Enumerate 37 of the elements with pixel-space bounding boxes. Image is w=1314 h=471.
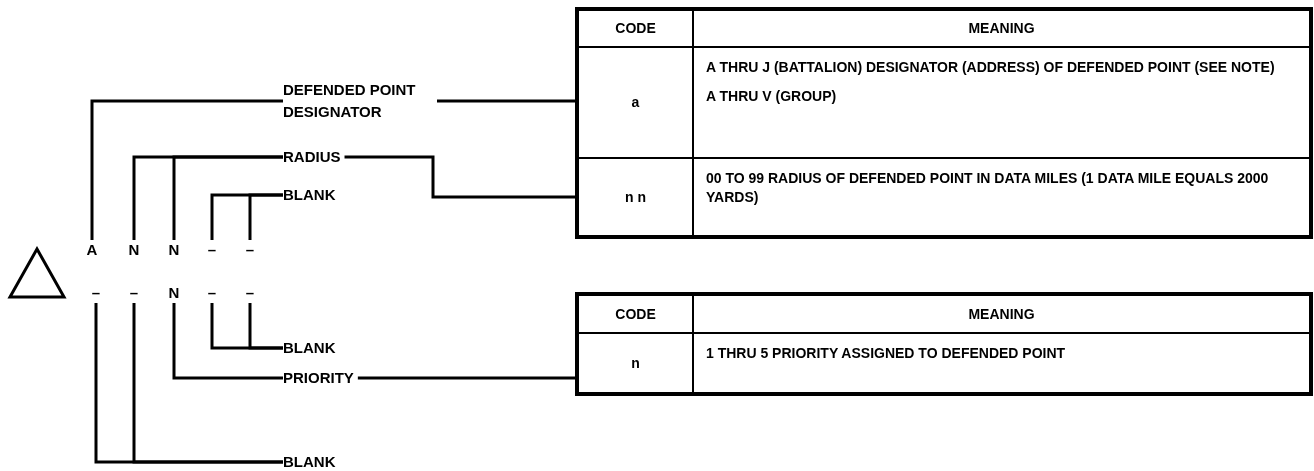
callout-label: PRIORITY [283, 367, 354, 389]
callout-label: DEFENDED POINT DESIGNATOR [283, 79, 433, 123]
format-character: N [166, 283, 182, 303]
code-cell: n n [577, 157, 694, 237]
format-character: A [84, 240, 100, 260]
meaning-cell: 00 TO 99 RADIUS OF DEFENDED POINT IN DATA MILES (1 DATA MILE EQUALS 2000 YARDS) [692, 157, 1311, 237]
leader-line [344, 155, 577, 199]
callout-label: BLANK [283, 184, 336, 206]
code-table [577, 9, 1311, 237]
format-character: N [126, 240, 142, 260]
header-cell: CODE [577, 294, 694, 334]
cell-text: A THRU J (BATTALION) DESIGNATOR (ADDRESS) OF DEFENDED POINT (SEE NOTE) [706, 58, 1276, 77]
leader-line [248, 193, 283, 240]
header-cell: CODE [577, 9, 694, 48]
callout-label: RADIUS [283, 146, 341, 168]
cell-text: A THRU V (GROUP) [706, 87, 838, 106]
leader-line [172, 303, 283, 380]
header-cell: MEANING [692, 9, 1311, 48]
callout-label: BLANK [283, 451, 336, 471]
format-character: N [166, 240, 182, 260]
format-character: – [204, 240, 220, 260]
code-cell: n [577, 332, 694, 394]
leader-line [172, 155, 283, 240]
leader-line [248, 303, 283, 350]
leader-line [90, 99, 283, 240]
code-table [577, 294, 1311, 394]
leader-line [437, 99, 577, 103]
leader-line [357, 376, 577, 380]
format-character: – [204, 283, 220, 303]
meaning-cell: 1 THRU 5 PRIORITY ASSIGNED TO DEFENDED POINT [692, 332, 1311, 394]
format-character: – [88, 283, 104, 303]
format-character: – [126, 283, 142, 303]
leader-line [132, 303, 283, 464]
format-character: – [242, 240, 258, 260]
header-cell: MEANING [692, 294, 1311, 334]
format-character: – [242, 283, 258, 303]
callout-label: BLANK [283, 337, 336, 359]
